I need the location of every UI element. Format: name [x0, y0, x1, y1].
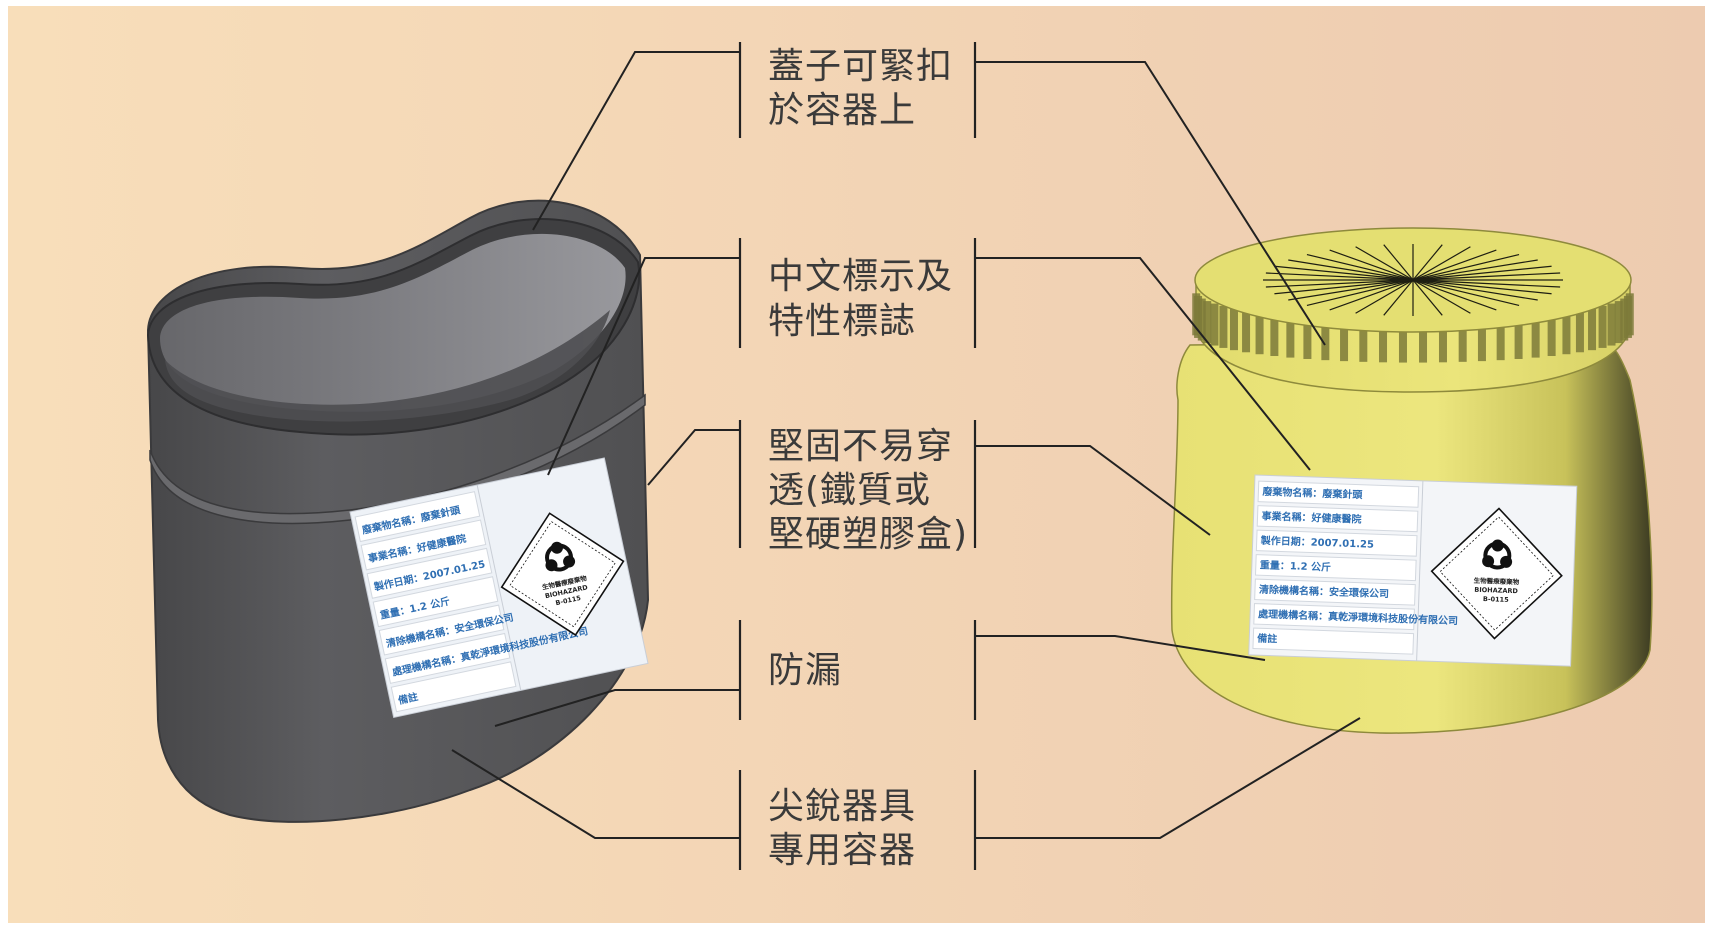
grip-ridge	[1575, 310, 1584, 353]
gray-box-inner-wall	[160, 233, 626, 412]
grip-ridge	[1210, 303, 1219, 346]
leader-label-left	[547, 257, 740, 476]
jar-hazard-line-2: B-0115	[1483, 595, 1509, 604]
grip-ridge	[1255, 312, 1264, 355]
gray-box-inner-shadow	[165, 310, 610, 422]
leader-lines	[451, 42, 1361, 870]
jar-label-row-text: 重量：1.2 公斤	[1260, 558, 1332, 573]
grip-ridge	[1286, 315, 1295, 358]
jar-label-row-box	[1253, 603, 1415, 631]
gray-label-row-box	[384, 632, 511, 684]
leader-label-right	[975, 257, 1311, 471]
jar-label-row-box	[1255, 529, 1418, 557]
grip-ridge	[1547, 314, 1556, 357]
grip-ridge	[1496, 318, 1505, 361]
grip-ridge	[1270, 314, 1279, 357]
jar-label-row-text: 廢棄物名稱：廢棄針頭	[1262, 485, 1363, 502]
callout-sharps-line-1: 專用容器	[768, 830, 916, 871]
callout-sturdy-line-0: 堅固不易穿	[768, 426, 953, 467]
callout-sturdy-line-1: 透(鐵質或	[768, 470, 931, 511]
grip-ridge	[1340, 319, 1349, 362]
grip-ridge	[1379, 320, 1388, 363]
leader-lid-right	[975, 61, 1326, 346]
grip-ridge	[1477, 319, 1486, 362]
jar-label-row-text: 事業名稱：好健康醫院	[1261, 509, 1361, 525]
jar-label-row-text: 備註	[1257, 632, 1277, 646]
grip-ridge	[1197, 298, 1206, 341]
leader-leak-left	[494, 689, 740, 727]
grip-ridge	[1419, 320, 1428, 363]
lid-grip-ridges	[1192, 293, 1634, 363]
lid-slit-lines	[1263, 244, 1563, 316]
grip-ridge	[1458, 319, 1467, 362]
grip-ridge	[1303, 316, 1312, 359]
grip-ridge	[1359, 319, 1368, 362]
jar-label-row-box	[1254, 554, 1417, 582]
gray-label-row-text: 備註	[397, 690, 419, 707]
callout-lid-line-0: 蓋子可緊扣	[768, 46, 953, 87]
leader-sharps-right	[975, 717, 1361, 839]
leader-sharps-left	[451, 749, 740, 839]
gray-box-label: 廢棄物名稱：廢棄針頭事業名稱：好健康醫院製作日期：2007.01.25重量：1.…	[349, 457, 649, 719]
jar-label-row-box	[1257, 480, 1420, 508]
grip-ridge	[1607, 303, 1616, 346]
jar-label-row-box	[1252, 627, 1415, 655]
grip-ridge	[1229, 308, 1238, 351]
callout-lid-line-1: 於容器上	[768, 90, 916, 131]
callout-label-line-0: 中文標示及	[768, 256, 953, 297]
grip-ridge	[1242, 310, 1251, 353]
callout-sharps-line-0: 尖銳器具	[768, 786, 916, 827]
grip-ridge	[1203, 301, 1212, 344]
jar-hazard-line-0: 生物醫療廢棄物	[1474, 576, 1520, 587]
grip-ridge	[1398, 320, 1407, 363]
leader-lid-left	[532, 51, 740, 231]
gray-label-row-box	[390, 661, 517, 713]
grip-ridge	[1514, 316, 1523, 359]
callout-labels: 蓋子可緊扣 於容器上 中文標示及 特性標誌 堅固不易穿 透(鐵質或 堅硬塑膠盒)…	[768, 46, 968, 871]
grip-ridge	[1531, 315, 1540, 358]
biohazard-icon	[1482, 539, 1513, 570]
leader-leak-right	[975, 635, 1266, 661]
gray-label-row-box	[372, 576, 499, 628]
gray-label-row-box	[378, 604, 505, 656]
grip-ridge	[1625, 293, 1634, 336]
gray-label-row-box	[354, 491, 481, 543]
grip-ridge	[1219, 305, 1228, 348]
callout-sturdy-line-2: 堅硬塑膠盒)	[768, 514, 968, 555]
jar-hazard-line-1: BIOHAZARD	[1474, 586, 1518, 596]
callout-label-line-1: 特性標誌	[768, 301, 916, 342]
jar-label-row-text: 製作日期：2007.01.25	[1260, 534, 1375, 551]
gray-label-row-box	[366, 547, 493, 599]
gray-label-row-box	[360, 519, 487, 571]
grip-ridge	[1321, 318, 1330, 361]
jar-label-row-box	[1254, 578, 1416, 606]
grip-ridge	[1562, 312, 1571, 355]
callout-leak-line-0: 防漏	[768, 650, 842, 691]
leader-sturdy-right	[975, 445, 1211, 536]
gray-sharps-box: 廢棄物名稱：廢棄針頭事業名稱：好健康醫院製作日期：2007.01.25重量：1.…	[146, 199, 650, 823]
grip-ridge	[1588, 308, 1597, 351]
lid-slit	[1265, 272, 1561, 288]
jar-label-row-box	[1256, 505, 1419, 533]
leader-sturdy-left	[647, 429, 740, 486]
gray-box-rim	[149, 393, 646, 525]
grip-ridge	[1438, 320, 1447, 363]
grip-ridge	[1614, 301, 1623, 344]
grip-ridge	[1598, 305, 1607, 348]
biohazard-icon	[545, 541, 576, 572]
